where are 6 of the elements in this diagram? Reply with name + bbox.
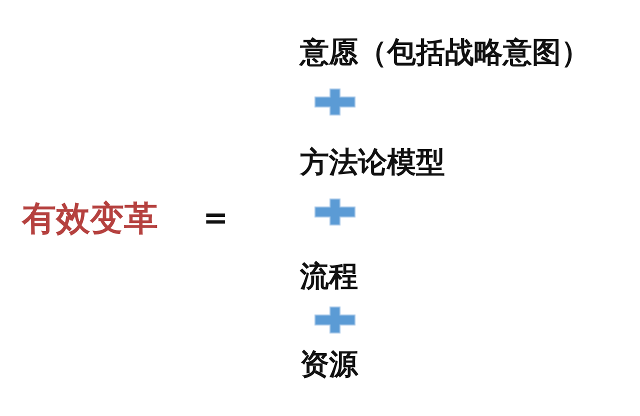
equation-term: 意愿（包括战略意图） <box>300 38 590 67</box>
equals-sign: = <box>203 204 228 234</box>
equation-term: 资源 <box>300 350 358 379</box>
equation-term: 有效变革 <box>22 202 158 236</box>
equation-term: 流程 <box>300 262 358 291</box>
equation-term: 方法论模型 <box>300 148 445 177</box>
